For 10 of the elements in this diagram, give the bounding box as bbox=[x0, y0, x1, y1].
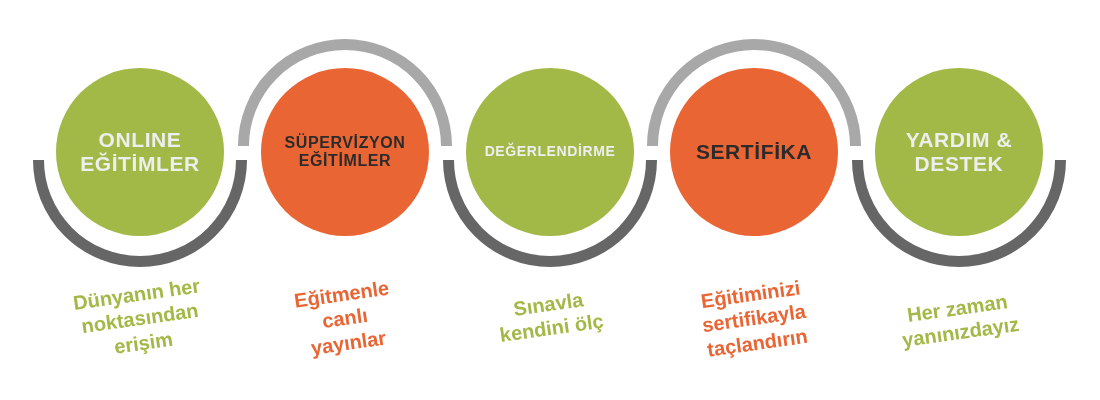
node-title: SÜPERVİZYON EĞİTİMLER bbox=[283, 134, 407, 170]
caption-text: Sınavla kendini ölç bbox=[497, 287, 606, 349]
caption-text: Eğitiminizi sertifikayla taçlandırın bbox=[698, 275, 810, 363]
node-title: YARDIM & DESTEK bbox=[904, 128, 1014, 176]
node-title: ONLINE EĞİTİMLER bbox=[79, 128, 201, 176]
node-title: DEĞERLENDİRME bbox=[484, 144, 616, 160]
caption-text: Dünyanın her noktasından erişim bbox=[70, 273, 203, 360]
node-title: SERTİFİKA bbox=[695, 140, 813, 164]
caption-text: Eğitmenle canlı yayınlar bbox=[291, 275, 392, 361]
caption-text: Her zaman yanınızdayız bbox=[899, 289, 1022, 354]
